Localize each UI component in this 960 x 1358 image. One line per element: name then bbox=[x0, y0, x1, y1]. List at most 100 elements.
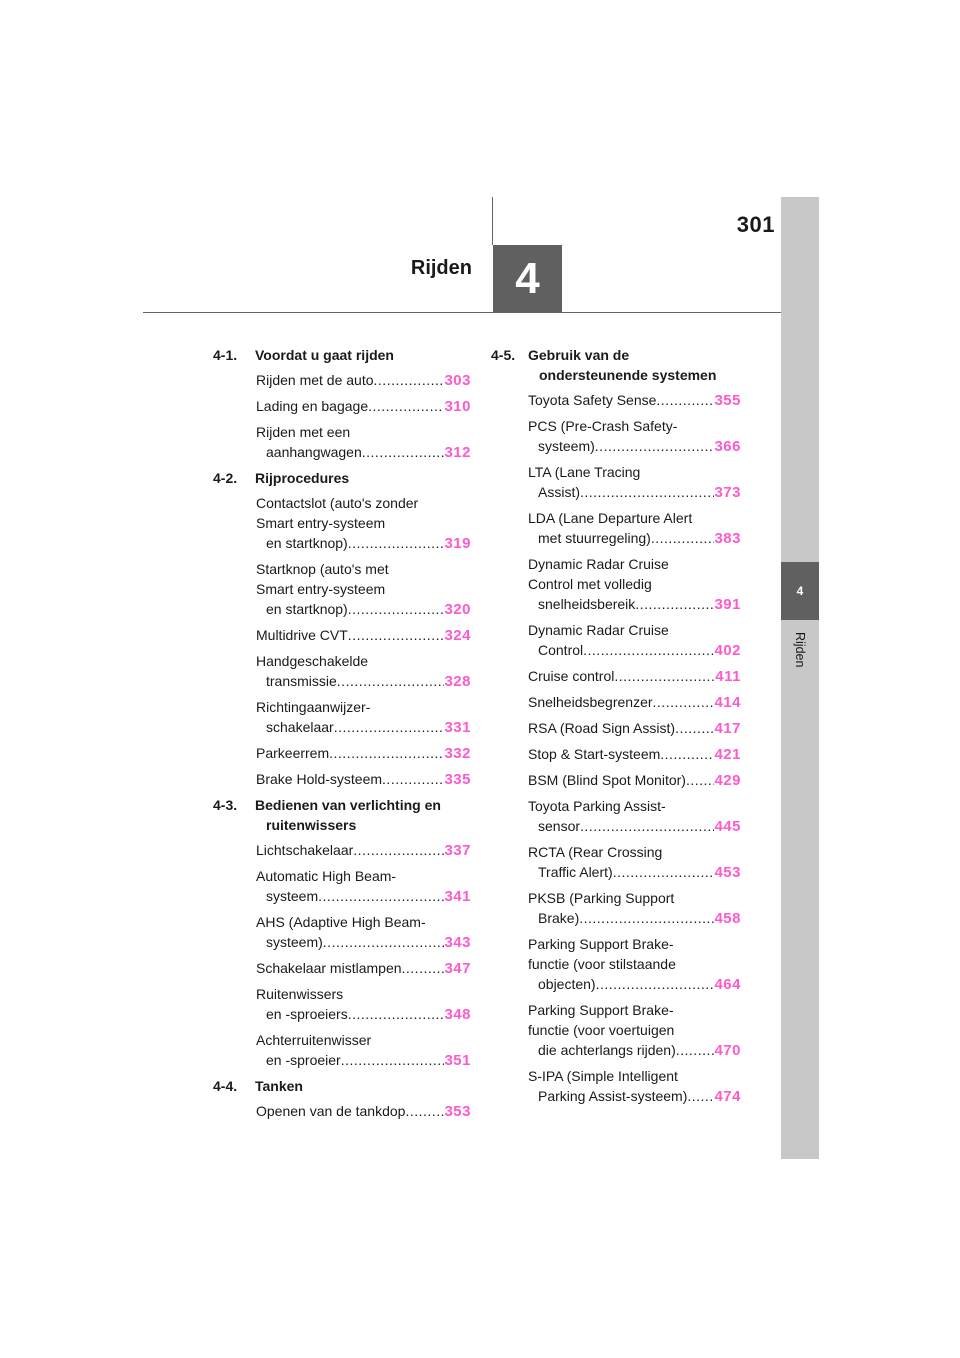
page-reference-link[interactable]: 373 bbox=[714, 484, 741, 501]
entry-line: Schakelaar mistlampen bbox=[256, 960, 402, 976]
toc-entry[interactable]: Automatic High Beam-systeem.............… bbox=[256, 866, 471, 907]
page-reference-link[interactable]: 429 bbox=[714, 772, 741, 789]
entry-line: Cruise control bbox=[528, 668, 615, 684]
page-reference-link[interactable]: 421 bbox=[714, 746, 741, 763]
toc-entry[interactable]: Richtingaanwijzer-schakelaar............… bbox=[256, 697, 471, 738]
page-reference-link[interactable]: 332 bbox=[444, 745, 471, 762]
entry-text: PCS (Pre-Crash Safety- bbox=[528, 416, 741, 436]
toc-entry[interactable]: Toyota Safety Sense.....................… bbox=[528, 390, 741, 411]
page-reference-link[interactable]: 348 bbox=[444, 1006, 471, 1023]
dot-leader: ........................................… bbox=[405, 1103, 445, 1119]
page-reference-link[interactable]: 383 bbox=[714, 530, 741, 547]
page-reference-link[interactable]: 335 bbox=[444, 771, 471, 788]
toc-entry[interactable]: Brake Hold-systeem......................… bbox=[256, 769, 471, 790]
page-reference-link[interactable]: 331 bbox=[444, 719, 471, 736]
toc-entry[interactable]: Toyota Parking Assist-sensor............… bbox=[528, 796, 741, 837]
toc-entry[interactable]: Parking Support Brake-functie (voor voer… bbox=[528, 1000, 741, 1061]
entry-line: Parking Assist-systeem) bbox=[538, 1088, 688, 1104]
toc-entry[interactable]: Lading en bagage........................… bbox=[256, 396, 471, 417]
page-reference-link[interactable]: 411 bbox=[715, 668, 741, 685]
page-reference-link[interactable]: 319 bbox=[444, 535, 471, 552]
section-heading: 4-2.Rijprocedures bbox=[213, 468, 471, 488]
page-reference-link[interactable]: 347 bbox=[444, 960, 471, 977]
page-reference-link[interactable]: 402 bbox=[714, 642, 741, 659]
section-heading: 4-5.Gebruik van de ondersteunende system… bbox=[491, 345, 741, 385]
page-reference-link[interactable]: 353 bbox=[444, 1103, 471, 1120]
toc-entry[interactable]: PCS (Pre-Crash Safety-systeem)..........… bbox=[528, 416, 741, 457]
entry-line: Openen van de tankdop bbox=[256, 1103, 406, 1119]
entry-text: S-IPA (Simple Intelligent bbox=[528, 1066, 741, 1086]
toc-entry[interactable]: Lichtschakelaar.........................… bbox=[256, 840, 471, 861]
entry-text: Automatic High Beam- bbox=[256, 866, 471, 886]
entry-line: Toyota Parking Assist- bbox=[528, 798, 666, 814]
toc-entry[interactable]: Parkeerrem..............................… bbox=[256, 743, 471, 764]
entry-text: LDA (Lane Departure Alert bbox=[528, 508, 741, 528]
page-reference-link[interactable]: 328 bbox=[444, 673, 471, 690]
page-number: 301 bbox=[736, 212, 775, 237]
page-reference-link[interactable]: 343 bbox=[444, 934, 471, 951]
dot-leader: ........................................… bbox=[660, 746, 714, 762]
page-reference-link[interactable]: 445 bbox=[714, 818, 741, 835]
entry-line: objecten) bbox=[538, 976, 596, 992]
toc-entry[interactable]: Openen van de tankdop...................… bbox=[256, 1101, 471, 1122]
toc-entry[interactable]: Rijden met de auto......................… bbox=[256, 370, 471, 391]
toc-entry[interactable]: Parking Support Brake-functie (voor stil… bbox=[528, 934, 741, 995]
header-divider-vertical bbox=[492, 197, 493, 245]
page-reference-link[interactable]: 351 bbox=[444, 1052, 471, 1069]
entry-line: en startknop) bbox=[266, 601, 348, 617]
page-reference-link[interactable]: 458 bbox=[714, 910, 741, 927]
page-reference-link[interactable]: 355 bbox=[714, 392, 741, 409]
toc-entry[interactable]: BSM (Blind Spot Monitor)................… bbox=[528, 770, 741, 791]
entry-line: systeem bbox=[266, 888, 319, 904]
entry-line: systeem) bbox=[538, 438, 595, 454]
page-reference-link[interactable]: 453 bbox=[714, 864, 741, 881]
entry-text: RCTA (Rear Crossing bbox=[528, 842, 741, 862]
page-reference-link[interactable]: 320 bbox=[444, 601, 471, 618]
page-reference-link[interactable]: 341 bbox=[444, 888, 471, 905]
page-reference-link[interactable]: 464 bbox=[714, 976, 741, 993]
dot-leader: ........................................… bbox=[353, 842, 445, 858]
entry-text: Richtingaanwijzer- bbox=[256, 697, 471, 717]
entry-last-line: Assist).................................… bbox=[528, 482, 741, 503]
page-reference-link[interactable]: 391 bbox=[714, 596, 741, 613]
toc-entry[interactable]: AHS (Adaptive High Beam-systeem)........… bbox=[256, 912, 471, 953]
page-reference-link[interactable]: 474 bbox=[714, 1088, 741, 1105]
entry-line: LTA (Lane Tracing bbox=[528, 464, 641, 480]
page-reference-link[interactable]: 303 bbox=[444, 372, 471, 389]
toc-entry[interactable]: Stop & Start-systeem....................… bbox=[528, 744, 741, 765]
page-reference-link[interactable]: 324 bbox=[444, 627, 471, 644]
page-reference-link[interactable]: 337 bbox=[444, 842, 471, 859]
section-heading: 4-3.Bedienen van verlichting en ruitenwi… bbox=[213, 795, 471, 835]
toc-entry[interactable]: Schakelaar mistlampen...................… bbox=[256, 958, 471, 979]
page-reference-link[interactable]: 366 bbox=[714, 438, 741, 455]
entry-text: Rijden met een bbox=[256, 422, 471, 442]
page-reference-link[interactable]: 470 bbox=[714, 1042, 741, 1059]
page-reference-link[interactable]: 417 bbox=[714, 720, 741, 737]
side-tab-chapter-number[interactable]: 4 bbox=[781, 562, 819, 620]
page-reference-link[interactable]: 414 bbox=[714, 694, 741, 711]
page-reference-link[interactable]: 310 bbox=[444, 398, 471, 415]
entry-line: functie (voor voertuigen bbox=[528, 1022, 675, 1038]
toc-entry[interactable]: Multidrive CVT..........................… bbox=[256, 625, 471, 646]
toc-entry[interactable]: RSA (Road Sign Assist)..................… bbox=[528, 718, 741, 739]
entry-last-line: Lading en bagage........................… bbox=[256, 396, 471, 417]
section-entries: Rijden met de auto......................… bbox=[213, 370, 471, 463]
dot-leader: ........................................… bbox=[595, 976, 715, 992]
page-reference-link[interactable]: 312 bbox=[444, 444, 471, 461]
toc-entry[interactable]: Snelheidsbegrenzer......................… bbox=[528, 692, 741, 713]
toc-entry[interactable]: Cruise control..........................… bbox=[528, 666, 741, 687]
